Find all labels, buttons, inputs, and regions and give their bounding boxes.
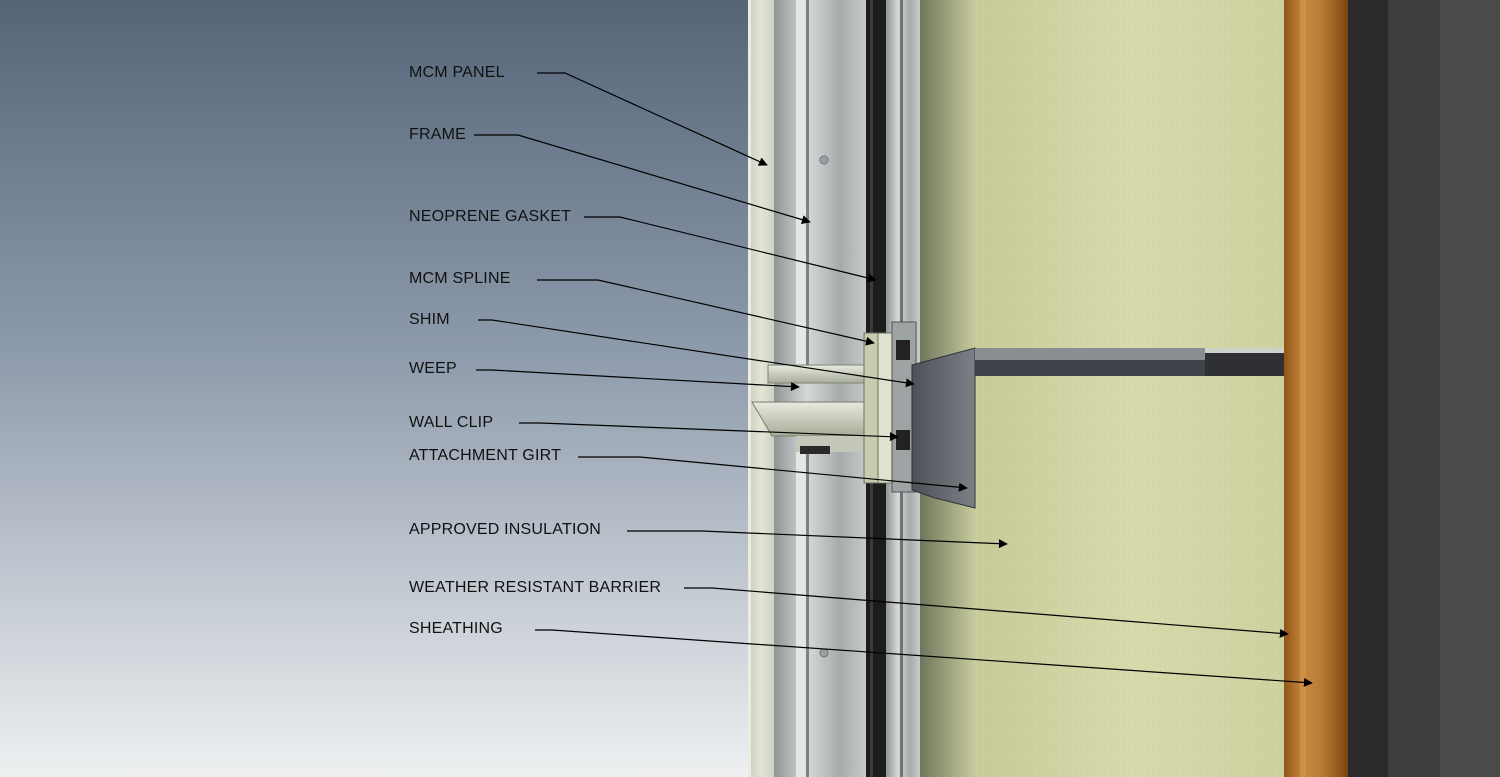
mcm-panel-face (748, 0, 774, 777)
label-weep: WEEP (409, 360, 457, 377)
leader-neoprene-gasket (584, 216, 877, 283)
label-neoprene-gasket: NEOPRENE GASKET (409, 208, 572, 225)
label-mcm-spline: MCM SPLINE (409, 270, 511, 287)
label-sheathing: SHEATHING (409, 620, 503, 637)
leader-weep (476, 369, 800, 392)
leader-mcm-panel (537, 72, 768, 166)
label-shim: SHIM (409, 311, 450, 328)
label-wall-clip: WALL CLIP (409, 414, 494, 431)
label-mcm-panel: MCM PANEL (409, 64, 505, 81)
label-approved-insulation: APPROVED INSULATION (409, 521, 601, 538)
leader-weather-resistant-barrier (684, 587, 1289, 638)
leader-sheathing (535, 629, 1313, 687)
sky-background (0, 0, 760, 777)
label-attachment-girt: ATTACHMENT GIRT (409, 447, 562, 464)
label-frame: FRAME (409, 126, 466, 143)
leader-wall-clip (519, 422, 899, 442)
label-weather-resistant-barrier: WEATHER RESISTANT BARRIER (409, 579, 662, 596)
attachment-girt (911, 347, 976, 509)
leader-frame (474, 134, 811, 224)
leader-shim (478, 319, 915, 388)
frame-extrusion (774, 0, 868, 777)
leader-attachment-girt (578, 456, 968, 492)
leader-mcm-spline (537, 279, 875, 346)
sheathing (1284, 0, 1348, 777)
leader-approved-insulation (627, 530, 1008, 549)
